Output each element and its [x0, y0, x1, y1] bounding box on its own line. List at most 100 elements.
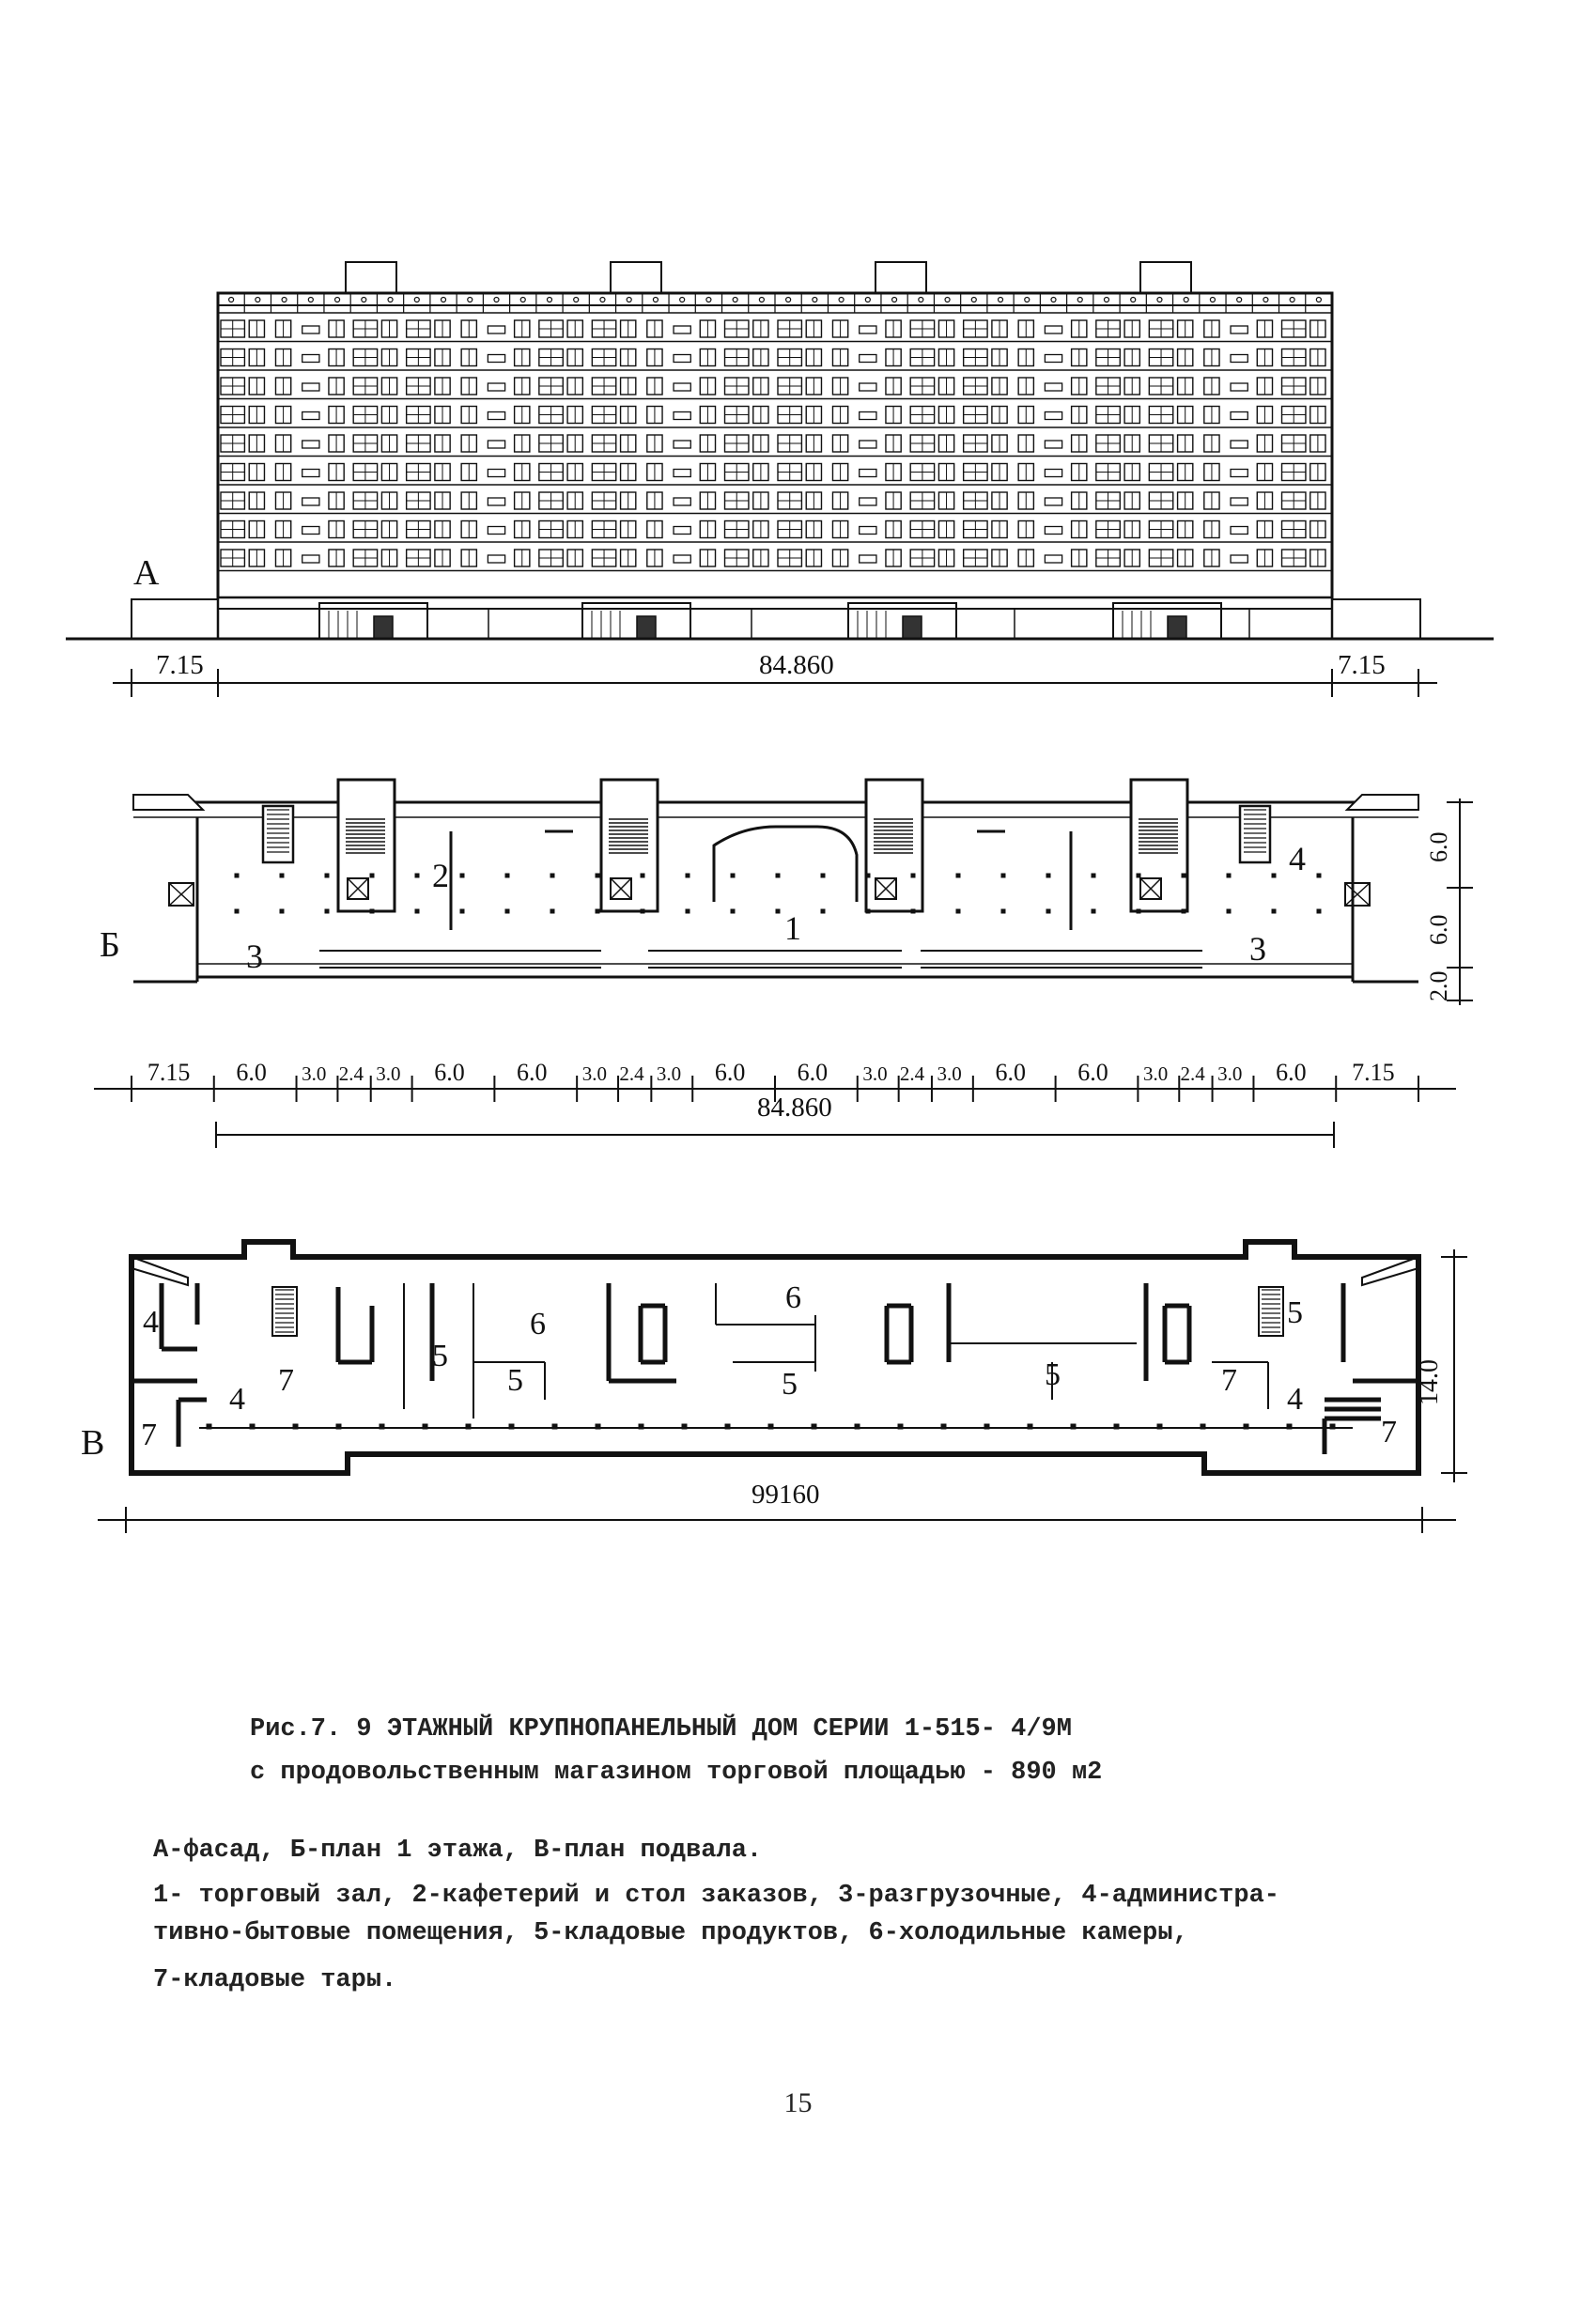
- column: [730, 908, 736, 914]
- column: [459, 908, 465, 914]
- column: [865, 873, 871, 878]
- parapet-vent: [918, 296, 924, 303]
- plan1-segment-label: 3.0: [302, 1062, 326, 1085]
- plan1-segment-label: 2.4: [619, 1062, 644, 1085]
- parapet-vent: [281, 296, 287, 303]
- basement-column: [811, 1423, 817, 1430]
- legend-line-1: А-фасад, Б-план 1 этажа, В-план подвала.: [153, 1837, 763, 1865]
- parapet-vent: [997, 296, 1004, 303]
- basement-column: [897, 1423, 904, 1430]
- parapet-vent: [970, 296, 977, 303]
- parapet-vent: [1050, 296, 1057, 303]
- column: [955, 908, 961, 914]
- basement-ramp-right: [1361, 1255, 1419, 1287]
- parapet-vent: [652, 296, 659, 303]
- page-number: 15: [783, 2087, 813, 2118]
- elevator: [1139, 877, 1162, 900]
- stair-window: [859, 440, 877, 449]
- parapet-vent: [546, 296, 553, 303]
- plan1-segment-label: 3.0: [657, 1062, 681, 1085]
- elevator-cross: [610, 877, 632, 900]
- basement-column: [1113, 1423, 1120, 1430]
- column: [685, 873, 690, 878]
- parapet-vent: [228, 296, 235, 303]
- basement-column: [854, 1423, 860, 1430]
- basement-column: [1329, 1423, 1336, 1430]
- elevator-cross: [347, 877, 369, 900]
- stair-window: [302, 411, 320, 421]
- parapet-vent: [440, 296, 447, 303]
- stair-window: [487, 525, 506, 535]
- annex-right: [1331, 598, 1421, 640]
- plan1-segment-label: 7.15: [147, 1059, 191, 1086]
- basement-room-number: 5: [507, 1363, 523, 1398]
- parapet-vent: [599, 296, 606, 303]
- plan1-segment-label: 2.4: [1181, 1062, 1206, 1085]
- stair-window: [1044, 325, 1063, 334]
- column: [1136, 908, 1141, 914]
- door: [373, 615, 394, 640]
- stair-window: [673, 554, 691, 564]
- stair-window: [1044, 468, 1063, 478]
- plan1-room-number: 4: [1289, 840, 1306, 877]
- basement-column: [1286, 1423, 1293, 1430]
- column: [820, 873, 826, 878]
- plan1-segment-label: 6.0: [995, 1059, 1026, 1086]
- plan1-side-label: 2.0: [1425, 971, 1452, 1002]
- column: [1091, 873, 1096, 878]
- plan1-side-dimensions: 6.06.02.0: [1425, 832, 1452, 1002]
- elevator-cross: [875, 877, 897, 900]
- plan1-segment-label: 3.0: [582, 1062, 607, 1085]
- basement-column: [940, 1423, 947, 1430]
- column: [504, 873, 510, 878]
- parapet-vent: [573, 296, 580, 303]
- stair-window: [302, 468, 320, 478]
- basement-room-number: 7: [278, 1363, 294, 1398]
- parapet-vent: [307, 296, 314, 303]
- parapet-vent: [626, 296, 632, 303]
- column: [279, 873, 285, 878]
- caption-line-1: Рис.7. 9 ЭТАЖНЫЙ КРУПНОПАНЕЛЬНЫЙ ДОМ СЕР…: [250, 1715, 1072, 1744]
- cashier-zone: [712, 825, 859, 902]
- caption-line-2: с продовольственным магазином торговой п…: [250, 1759, 1103, 1787]
- stair-window: [1044, 525, 1063, 535]
- parapet-vent: [1103, 296, 1110, 303]
- column: [414, 873, 420, 878]
- column: [234, 908, 240, 914]
- stair-window: [1044, 554, 1063, 564]
- plan1-segment-label: 6.0: [1276, 1059, 1307, 1086]
- parapet-vent: [944, 296, 951, 303]
- facade-outline: [216, 291, 1334, 611]
- plan1-segment-label: 3.0: [862, 1062, 887, 1085]
- facade-dim-right: 7.15: [1338, 650, 1386, 680]
- label-facade: А: [133, 553, 160, 593]
- stair-window: [1044, 440, 1063, 449]
- basement-column: [681, 1423, 688, 1430]
- column: [1136, 873, 1141, 878]
- stair-window: [1230, 468, 1248, 478]
- plan1-side-label: 6.0: [1425, 832, 1452, 863]
- basement-column: [767, 1423, 774, 1430]
- column: [1226, 908, 1232, 914]
- parapet-vent: [732, 296, 738, 303]
- elevator-cross: [1344, 882, 1371, 907]
- door: [1167, 615, 1187, 640]
- stair-window: [859, 468, 877, 478]
- basement-column: [1070, 1423, 1077, 1430]
- plan1-room-number: 1: [784, 909, 801, 947]
- stair-window: [1230, 325, 1248, 334]
- plan1-segment-label: 6.0: [517, 1059, 548, 1086]
- basement-column: [724, 1423, 731, 1430]
- basement-room-number: 6: [785, 1280, 801, 1315]
- basement-column: [1243, 1423, 1249, 1430]
- stair-window: [1230, 497, 1248, 506]
- parapet-vent: [1024, 296, 1030, 303]
- basement-column: [335, 1423, 342, 1430]
- stair-window: [302, 554, 320, 564]
- elevator-left: [168, 882, 194, 907]
- basement-column: [292, 1423, 299, 1430]
- column: [955, 873, 961, 878]
- plan1-segment-label: 3.0: [376, 1062, 400, 1085]
- stair-window: [1230, 440, 1248, 449]
- parapet-vent: [1156, 296, 1163, 303]
